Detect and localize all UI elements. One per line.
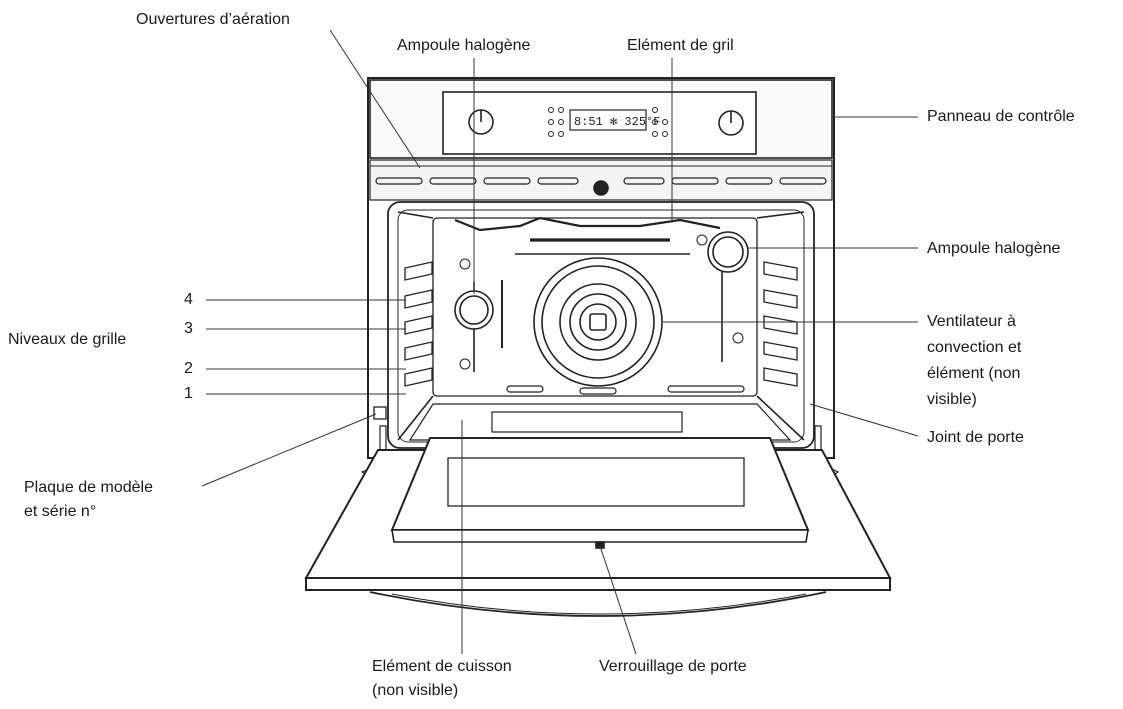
label-control-panel: Panneau de contrôle [927,108,1075,125]
broil-element [454,216,721,232]
label-model-line2: et série n° [24,503,97,520]
label-model-line1: Plaque de modèle [24,479,153,496]
right-halogen-lamp [707,231,749,273]
screws [459,234,744,370]
cavity-gasket [397,209,805,443]
label-fan-line2: convection et [927,339,1022,356]
back-wall [432,217,758,397]
label-door-gasket: Joint de porte [927,429,1024,446]
right-rack-guides [763,261,798,387]
left-rack-guides [404,261,433,387]
model-plate [373,406,387,420]
leader-lines [201,29,919,655]
label-rack-3: 3 [184,320,193,337]
clock-display-text: 8:51 ✻ 325°F [574,115,660,129]
control-buttons [548,107,668,137]
label-rack-1: 1 [184,385,193,402]
label-vents: Ouvertures d’aération [136,11,290,28]
door-latch [595,541,605,549]
leader-vents [329,29,421,169]
label-rack-4: 4 [184,291,193,308]
label-lamp-right: Ampoule halogène [927,240,1061,257]
clock-display [569,109,647,131]
label-rack-2: 2 [184,360,193,377]
vent-slots [375,177,827,185]
label-fan-line3: élément (non [927,365,1021,382]
label-lamp-top: Ampoule halogène [397,37,531,54]
leader-model-plate [201,413,377,487]
vent-strip [369,159,833,201]
label-fan-line4: visible) [927,391,977,408]
cavity-floor [408,403,792,441]
convection-fan [533,257,663,387]
door-window [390,437,810,531]
label-bake-line2: (non visible) [372,682,459,699]
label-door-lock: Verrouillage de porte [599,658,747,675]
label-broil-element: Elément de gril [627,37,734,54]
label-fan-line1: Ventilateur à [927,313,1016,330]
label-rack-levels: Niveaux de grille [8,331,127,348]
leader-gasket [809,403,919,437]
leader-door-lock [599,545,637,655]
door-handle [369,591,827,617]
door-lock-hole [593,180,609,196]
label-bake-line1: Elément de cuisson [372,658,512,675]
